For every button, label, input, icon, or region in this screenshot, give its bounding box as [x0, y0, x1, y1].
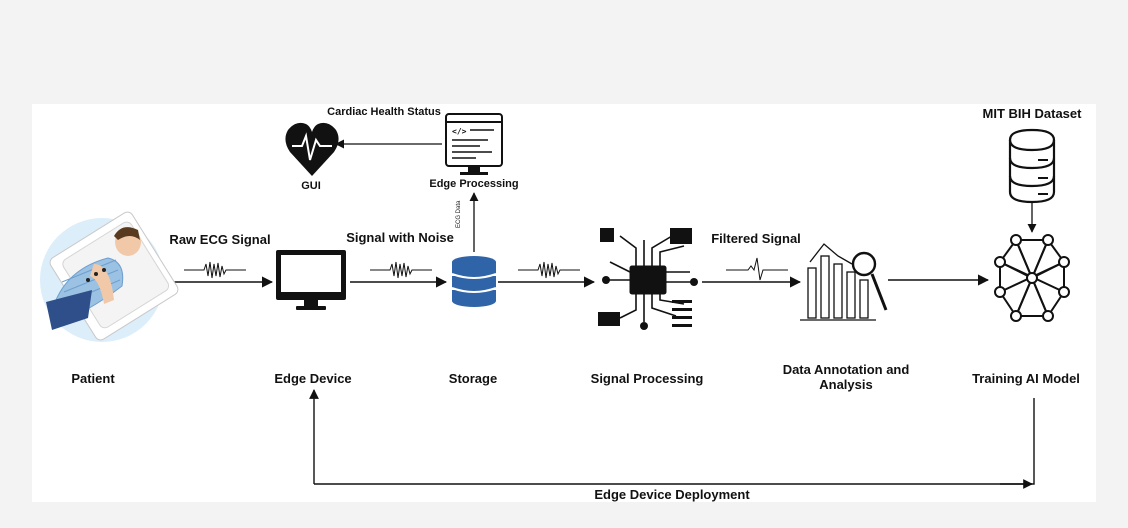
- code-monitor-icon: </>: [445, 113, 503, 175]
- edge-label-raw-ecg-signal: Raw ECG Signal: [169, 232, 271, 247]
- neural-network-icon: [994, 234, 1070, 322]
- svg-text:</>: </>: [452, 127, 467, 136]
- analysis-chart-icon: [800, 243, 888, 321]
- edge-label-signal-with-noise: Signal with Noise: [346, 230, 454, 245]
- node-label-gui: GUI: [301, 180, 321, 192]
- noisy-signal-icon: [518, 261, 580, 279]
- node-label-edge-processing: Edge Processing: [429, 178, 519, 190]
- node-label-data-annotation-line1: Data Annotation and: [782, 362, 910, 377]
- noisy-signal-icon: [370, 261, 432, 279]
- chip-icon: [598, 228, 698, 330]
- monitor-icon: [276, 250, 346, 310]
- node-label-signal-processing: Signal Processing: [590, 371, 704, 386]
- edge-label-filtered-signal: Filtered Signal: [711, 231, 801, 246]
- node-label-data-annotation: Data Annotation and Analysis: [782, 362, 910, 393]
- node-label-data-annotation-line2: Analysis: [819, 376, 873, 392]
- edge-label-ecg-data: ECG Data: [456, 200, 462, 228]
- database-icon: [451, 256, 497, 307]
- noisy-signal-icon: [184, 261, 246, 279]
- edge-label-cardiac-health-status: Cardiac Health Status: [327, 106, 441, 118]
- node-label-mit-bih-dataset: MIT BIH Dataset: [982, 106, 1082, 121]
- dataset-database-icon: [1008, 128, 1056, 204]
- node-label-patient: Patient: [71, 371, 115, 386]
- patient-icon: [40, 211, 179, 342]
- edge-label-edge-device-deployment: Edge Device Deployment: [594, 487, 750, 502]
- diagram-panel: [32, 104, 1096, 502]
- node-label-edge-device: Edge Device: [274, 371, 352, 386]
- filtered-signal-icon: [726, 257, 788, 281]
- deployment-loop-line: [314, 398, 1035, 485]
- heart-ecg-icon: [285, 122, 339, 176]
- node-label-storage: Storage: [448, 371, 498, 386]
- node-label-training-ai-model: Training AI Model: [972, 371, 1080, 386]
